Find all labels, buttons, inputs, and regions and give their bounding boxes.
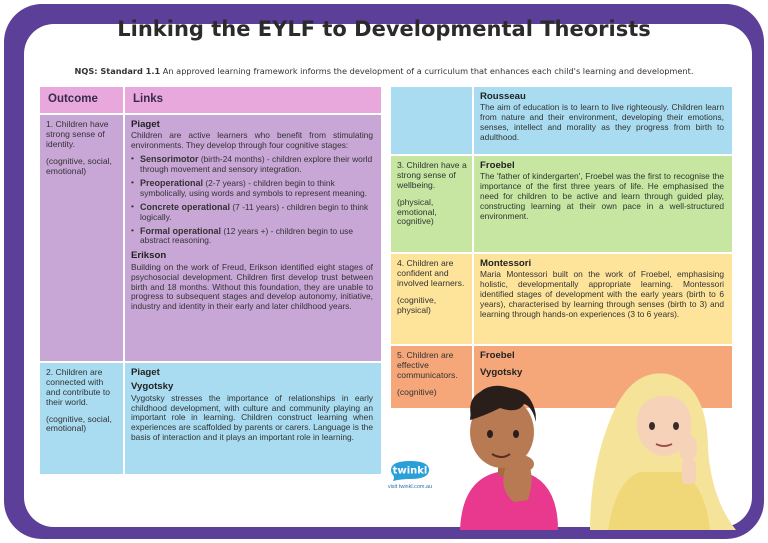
stage-item: Preoperational (2-7 years) - children be… [131,178,373,199]
erikson-text: Building on the work of Freud, Erikson i… [131,261,373,312]
outcome-2-text: 2. Children are connected with and contr… [46,367,111,407]
stage-desc: (7 -11 years) - children begin to think … [140,201,369,222]
outcome-3-text: 3. Children have a strong sense of wellb… [397,160,467,190]
theorist-piaget: Piaget [131,119,160,130]
outcome-3-cell: 3. Children have a strong sense of wellb… [391,156,472,252]
page-title: Linking the EYLF to Developmental Theori… [117,17,651,41]
links-1-cell: Piaget Children are active learners who … [125,115,381,361]
boy-illustration [460,385,558,530]
stage-item: Formal operational (12 years +) - childr… [131,226,373,247]
piaget-stages-list: Sensorimotor (birth-24 months) - childre… [131,154,373,246]
outcome-4-domains: (cognitive, physical) [397,294,437,315]
links-header: Links [125,87,381,113]
theorist-froebel: Froebel [480,160,515,171]
twinkl-logo: twinkl [391,461,429,481]
theorist-vygotsky: Vygotsky [131,381,174,393]
outcome-2-domains: (cognitive, social, emotional) [46,413,112,434]
right-blank-blue [391,87,472,154]
links-2-cell: Piaget Vygotsky Vygotsky stresses the im… [125,363,381,474]
theorist-rousseau: Rousseau [480,91,526,102]
outcome-5-text: 5. Children are effective communicators. [397,350,458,380]
children-illustration [460,373,736,530]
outcome-4-text: 4. Children are confident and involved l… [397,258,465,288]
outcome-1-text: 1. Children have strong sense of identit… [46,119,109,149]
stage-name: Concrete operational [140,201,231,212]
stage-desc: (2-7 years) - children begin to think sy… [140,177,368,198]
piaget-text: Children are active learners who benefit… [131,130,373,151]
girl-illustration [590,373,736,530]
website-link[interactable]: visit twinkl.com.au [387,484,433,490]
stage-desc: (birth-24 months) - children explore the… [140,154,373,175]
stage-name: Preoperational [140,177,204,188]
outcome-4-cell: 4. Children are confident and involved l… [391,254,472,344]
stage-desc: (12 years +) - children begin to use abs… [140,225,353,246]
theorist-piaget-2: Piaget [131,367,160,378]
rousseau-cell: Rousseau The aim of education is to lear… [474,87,732,154]
subtitle-lead: NQS: Standard 1.1 [74,66,161,76]
vygotsky-text: Vygotsky stresses the importance of rela… [131,392,373,443]
theorist-froebel-2: Froebel [480,350,515,361]
stage-name: Sensorimotor [140,154,199,165]
theorist-montessori: Montessori [480,258,532,269]
subtitle-text: An approved learning framework informs t… [160,66,694,76]
page-subtitle: NQS: Standard 1.1 An approved learning f… [0,66,768,76]
rousseau-text: The aim of education is to learn to live… [480,102,724,143]
outcome-1-domains: (cognitive, social, emotional) [46,155,112,176]
theorist-vygotsky-2: Vygotsky [480,367,523,379]
montessori-text: Maria Montessori built on the work of Fr… [480,269,724,319]
froebel-text: The 'father of kindergarten', Froebel wa… [480,171,724,221]
logo-text: twinkl [393,466,428,477]
montessori-cell: Montessori Maria Montessori built on the… [474,254,732,344]
outcome-5-domains: (cognitive) [397,386,437,397]
outcome-1-cell: 1. Children have strong sense of identit… [40,115,123,361]
outcome-2-cell: 2. Children are connected with and contr… [40,363,123,474]
stage-item: Sensorimotor (birth-24 months) - childre… [131,154,373,175]
stage-name: Formal operational [140,225,222,236]
outcome-header: Outcome [40,87,123,113]
froebel-cell: Froebel The 'father of kindergarten', Fr… [474,156,732,252]
outcome-5-cell: 5. Children are effective communicators.… [391,346,472,408]
outcome-3-domains: (physical, emotional, cognitive) [397,196,437,227]
stage-item: Concrete operational (7 -11 years) - chi… [131,202,373,223]
theorist-erikson: Erikson [131,250,167,262]
